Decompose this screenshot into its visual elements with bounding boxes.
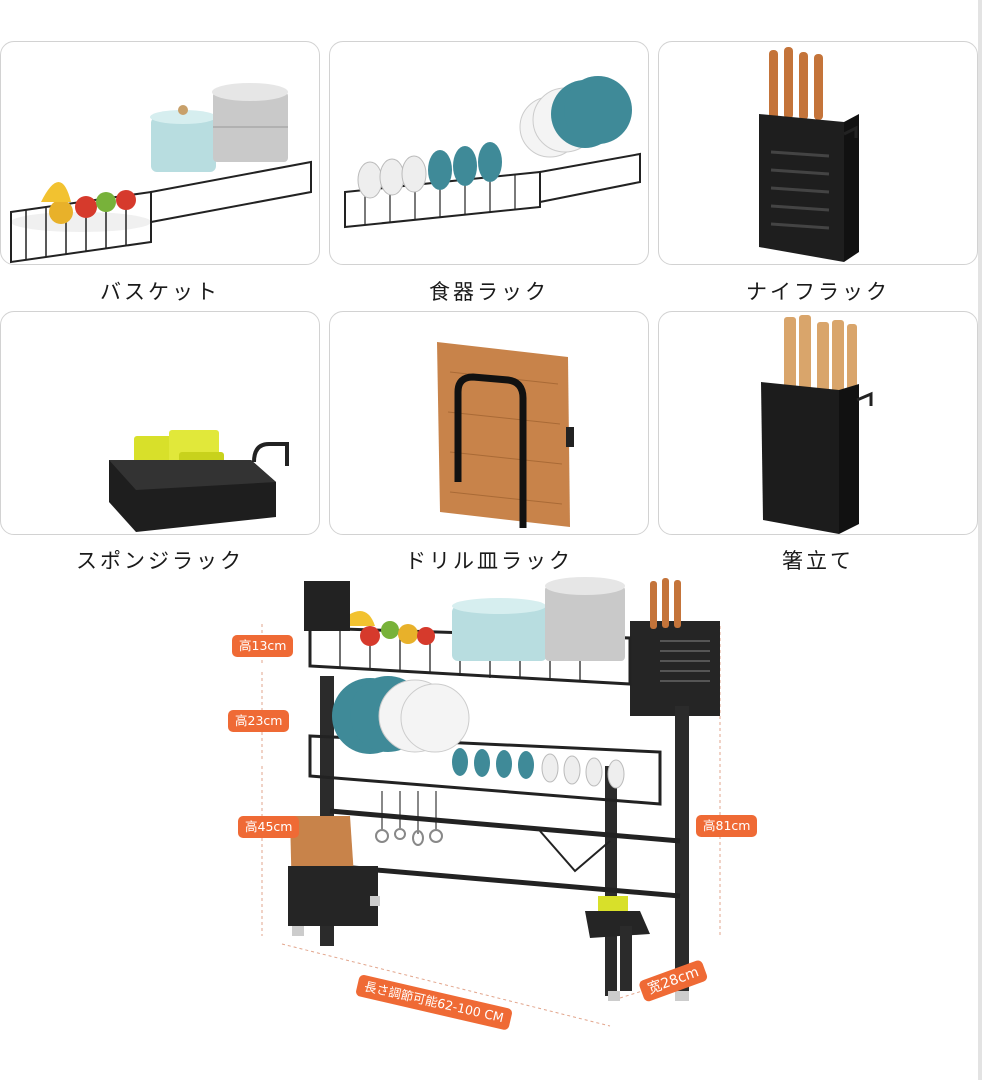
basket-image	[10, 83, 312, 264]
tile-knife-rack[interactable]	[658, 41, 978, 265]
tile-label-knife-rack: ナイフラック	[746, 280, 890, 304]
sponge-rack-image	[109, 430, 289, 532]
tile-label-dish-rack: 食器ラック	[429, 280, 549, 304]
rack-illustration	[261, 577, 721, 1027]
tile-chopstick-holder[interactable]	[658, 311, 978, 535]
dimension-badge-height-81: 高81cm	[696, 815, 758, 837]
dimension-badge-height-13: 高13cm	[232, 635, 294, 657]
product-diagram: 高13cm 高23cm 高45cm 高81cm 長さ調節可能62-100 CM …	[220, 566, 780, 1080]
dimension-badge-height-23: 高23cm	[228, 710, 290, 732]
tile-label-chopstick-holder: 箸立て	[782, 549, 854, 573]
knife-rack-image	[759, 47, 859, 262]
tile-label-sponge-rack: スポンジラック	[76, 549, 244, 573]
cutting-board-image	[437, 342, 574, 528]
tile-basket[interactable]	[0, 41, 320, 265]
right-edge-border	[978, 0, 982, 1080]
tile-cutting-board-rack[interactable]	[329, 311, 649, 535]
tile-label-basket: バスケット	[100, 280, 220, 304]
chopstick-holder-image	[761, 315, 873, 534]
dish-rack-image	[344, 76, 641, 229]
tile-sponge-rack[interactable]	[0, 311, 320, 535]
dimension-badge-height-45: 高45cm	[238, 816, 300, 838]
tile-dish-rack[interactable]	[329, 41, 649, 265]
tile-label-cutting-board-rack: ドリル皿ラック	[405, 549, 573, 573]
